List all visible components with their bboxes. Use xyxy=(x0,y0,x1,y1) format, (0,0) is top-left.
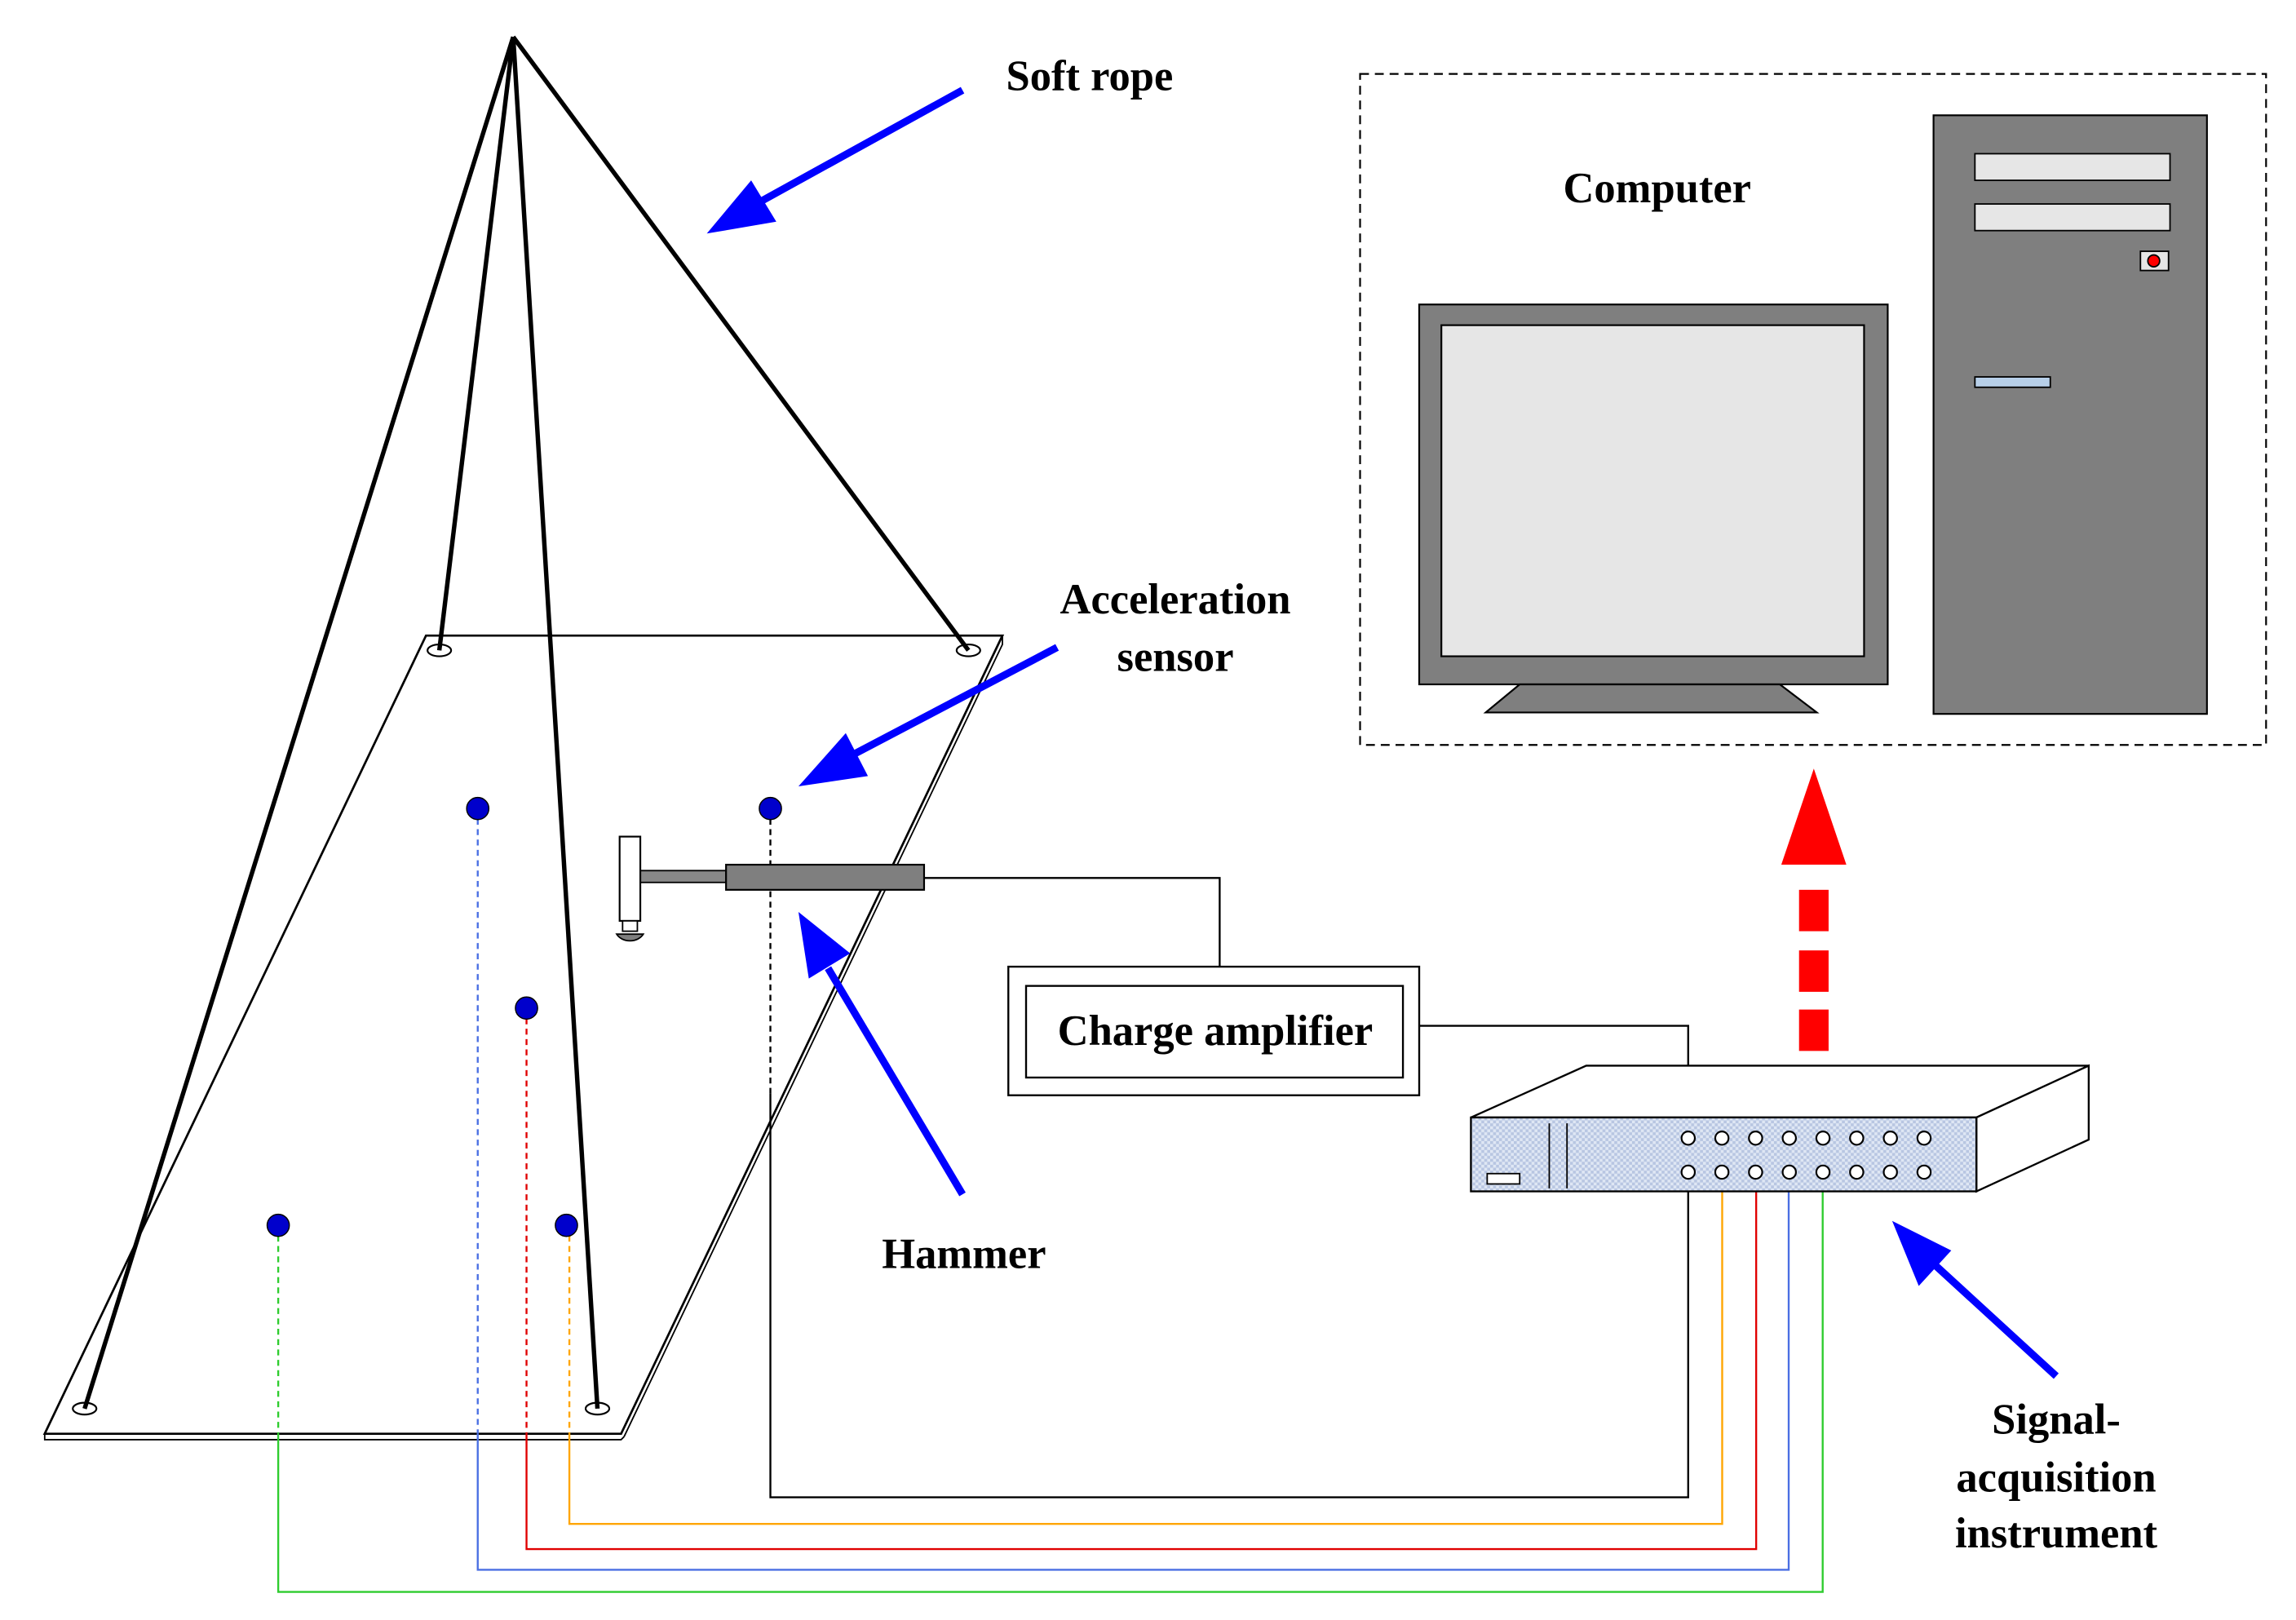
input-port xyxy=(1781,1131,1797,1146)
input-port xyxy=(1781,1164,1797,1180)
input-port xyxy=(1815,1164,1831,1180)
soft-rope-label: Soft rope xyxy=(1006,53,1174,100)
input-port xyxy=(1849,1164,1865,1180)
sensor-wires xyxy=(276,808,1824,1593)
acceleration-sensor-label-line2: sensor xyxy=(1117,634,1234,681)
hammer xyxy=(615,835,926,942)
input-port xyxy=(1916,1131,1932,1146)
acquisition-pointer-arrow xyxy=(1891,1220,2059,1379)
monitor xyxy=(1418,303,1889,714)
input-port xyxy=(1714,1164,1730,1180)
signal-acquisition-label-line1: Signal- xyxy=(1992,1396,2121,1444)
signal-acquisition-label-line3: instrument xyxy=(1955,1510,2158,1557)
annotation-arrows xyxy=(706,86,2059,1379)
acceleration-sensor-label-line1: Acceleration xyxy=(1060,576,1291,623)
input-port xyxy=(1680,1164,1697,1180)
input-port xyxy=(1916,1164,1932,1180)
input-port xyxy=(1815,1131,1831,1146)
computer-label: Computer xyxy=(1563,165,1751,212)
input-port xyxy=(1714,1131,1730,1146)
pc-tower xyxy=(1932,114,2208,715)
input-port xyxy=(1748,1131,1763,1146)
input-port xyxy=(1680,1131,1697,1146)
charge-amplifier-box xyxy=(1007,965,1421,1096)
input-port xyxy=(1882,1131,1898,1146)
input-port xyxy=(1748,1164,1763,1180)
acceleration-sensor-points xyxy=(266,796,782,1237)
hammer-pointer-arrow xyxy=(798,912,966,1197)
signal-acquisition-instrument xyxy=(1470,1064,2090,1193)
hammer-label: Hammer xyxy=(882,1231,1046,1278)
charge-amplifier-label: Charge amplifier xyxy=(1058,1007,1374,1055)
acceleration-sensor-pointer-arrow xyxy=(798,644,1060,787)
computer-group xyxy=(1359,73,2267,746)
test-plate xyxy=(42,634,1005,1441)
input-port xyxy=(1882,1164,1898,1180)
soft-ropes xyxy=(82,35,971,1410)
input-port xyxy=(1849,1131,1865,1146)
acquisition-input-ports xyxy=(1680,1131,1932,1180)
signal-acquisition-label-line2: acquisition xyxy=(1956,1454,2156,1501)
soft-rope-pointer-arrow xyxy=(706,86,965,234)
data-flow-arrow xyxy=(1781,768,1847,1051)
